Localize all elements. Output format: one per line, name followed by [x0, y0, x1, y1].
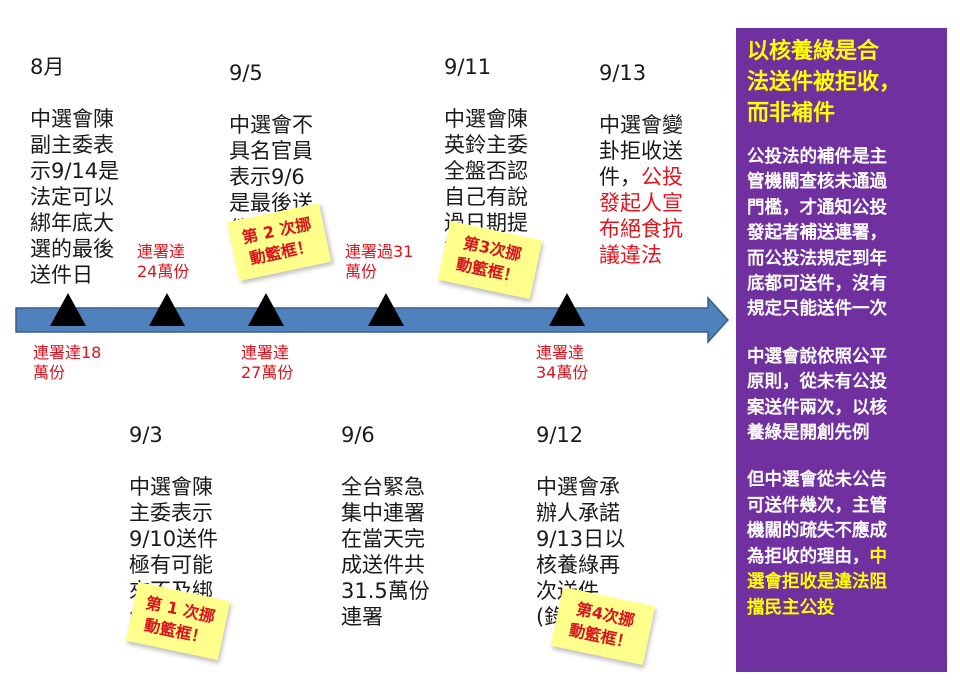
signature-label-27: 連署達 27萬份	[241, 343, 294, 382]
event-sep5-date: 9/5	[229, 61, 263, 85]
panel-paragraph-1: 公投法的補件是主 管機關查核未通過 門檻，才通知公投 發起者補送連署， 而公投法…	[747, 147, 887, 320]
event-sep11-date: 9/11	[444, 55, 492, 79]
signature-label-31: 連署過31 萬份	[345, 242, 414, 281]
summary-panel: 以核養綠是合 法送件被拒收， 而非補件 公投法的補件是主 管機關查核未通過 門檻…	[736, 28, 947, 672]
panel-paragraph-3-text: 但中選會從未公告 可送件幾次，主管 機關的疏失不應成 為拒收的理由，	[747, 470, 887, 567]
event-sep6-date: 9/6	[341, 423, 375, 447]
panel-title: 以核養綠是合 法送件被拒收， 而非補件	[747, 39, 902, 126]
signature-label-18: 連署達18 萬份	[33, 343, 102, 382]
signature-label-24: 連署達 24萬份	[137, 242, 190, 281]
event-sep13: 9/13 中選會變 卦拒收送 件，公投 發起人宣 布絕食抗 議違法	[599, 34, 699, 294]
panel-paragraph-3: 但中選會從未公告 可送件幾次，主管 機關的疏失不應成 為拒收的理由，中 選會拒收…	[747, 468, 939, 620]
marker-3	[248, 293, 284, 326]
event-sep13-protest: 公投 發起人宣 布絕食抗 議違法	[599, 165, 683, 267]
event-aug-date: 8月	[30, 55, 65, 79]
event-sep6: 9/6 全台緊急 集中連署 在當天完 成送件共 31.5萬份 連署	[341, 396, 430, 656]
signature-label-34: 連署達 34萬份	[536, 343, 589, 382]
panel-paragraph-2: 中選會說依照公平 原則，從未有公投 案送件兩次，以核 養綠是開創先例	[747, 346, 887, 444]
marker-4	[368, 293, 404, 326]
marker-2	[149, 293, 185, 326]
event-aug-text: 中選會陳 副主委表 示9/14是 法定可以 綁年底大 選的最後 送件日	[30, 107, 120, 287]
event-sep12-date: 9/12	[536, 423, 584, 447]
marker-5	[549, 293, 585, 326]
event-sep3-date: 9/3	[129, 423, 163, 447]
event-sep13-date: 9/13	[599, 61, 647, 85]
event-aug: 8月 中選會陳 副主委表 示9/14是 法定可以 綁年底大 選的最後 送件日	[30, 28, 119, 314]
event-sep6-text: 全台緊急 集中連署 在當天完 成送件共 31.5萬份 連署	[341, 475, 430, 629]
panel-paragraph-3-highlight: 中 選會拒收是違法阻 擋民主公投	[747, 546, 887, 618]
marker-1	[50, 293, 86, 326]
event-sep13-text: 中選會變 卦拒收送 件，	[599, 113, 683, 189]
